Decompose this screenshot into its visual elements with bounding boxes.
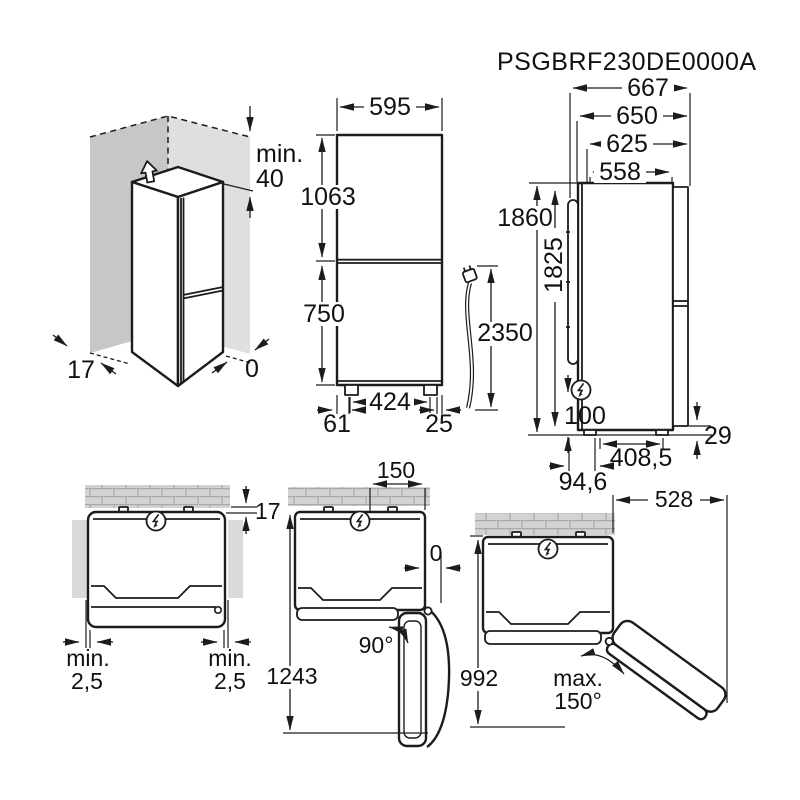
upper-height-label: 1063 bbox=[300, 183, 356, 211]
angle-max-label: max. bbox=[553, 665, 603, 691]
corner-installation-view: min. 40 17 0 bbox=[52, 106, 303, 388]
top-view-door-90: 150 0 90° 1243 bbox=[266, 457, 461, 748]
hinge-knuckle bbox=[604, 636, 614, 646]
lower-height-label: 750 bbox=[303, 300, 345, 328]
left-foot bbox=[344, 384, 359, 396]
cabinet-front-band bbox=[484, 630, 602, 645]
power-plug-icon bbox=[461, 265, 478, 284]
door-angle-label: 90° bbox=[359, 632, 394, 658]
gap0-arrow-b bbox=[211, 361, 228, 374]
recess-offset-label: 94,6 bbox=[559, 468, 608, 496]
door-inner-panel bbox=[397, 611, 428, 748]
socket-offset-label: 150 bbox=[377, 457, 415, 483]
front-dimension-view: 595 1063 750 424 61 25 2350 bbox=[299, 93, 533, 438]
power-symbol-icon bbox=[537, 538, 559, 560]
open-door bbox=[604, 619, 727, 721]
wall-brick bbox=[475, 513, 615, 535]
right-clearance-value: 2,5 bbox=[214, 668, 246, 694]
handle-recess-line bbox=[91, 585, 222, 599]
door-divider-line bbox=[182, 286, 224, 296]
rear-foot-side bbox=[655, 429, 669, 436]
swing-width-label: 528 bbox=[655, 486, 693, 512]
right-foot bbox=[423, 384, 438, 396]
handle-recess-line bbox=[298, 587, 422, 601]
socket-height-label: 100 bbox=[564, 402, 606, 430]
open-depth-label: 1243 bbox=[266, 663, 317, 689]
gap17-arrow-b bbox=[100, 362, 117, 375]
fridge-left-face bbox=[130, 180, 180, 388]
angle-arc-arrow bbox=[580, 648, 625, 675]
open-depth-label: 992 bbox=[460, 665, 498, 691]
angle-arc-arrow bbox=[388, 626, 409, 644]
depth667-label: 667 bbox=[627, 74, 669, 102]
left-side-bar bbox=[72, 520, 87, 598]
handle-recess-line bbox=[486, 611, 610, 625]
width-label: 595 bbox=[369, 93, 411, 121]
right-gap-label: 0 bbox=[245, 355, 259, 383]
gap0-arrow-a bbox=[254, 338, 270, 351]
height1860-label: 1860 bbox=[497, 204, 553, 232]
recess-length-label: 408,5 bbox=[610, 444, 673, 472]
top-clearance-value: 40 bbox=[256, 165, 284, 193]
top-view-door-150: max. 150° 528 992 bbox=[455, 486, 728, 728]
power-cable-inner bbox=[466, 282, 473, 409]
wall-brick bbox=[288, 487, 430, 506]
left-gap-label: 17 bbox=[67, 356, 95, 384]
side-gap-label: 0 bbox=[430, 540, 443, 566]
left-clearance-value: 2,5 bbox=[71, 668, 103, 694]
up-arrow-icon bbox=[140, 160, 158, 184]
side-dimension-view: PSGBRF230DE0000A 667 650 625 558 1860 bbox=[497, 48, 757, 496]
door-inner-panel bbox=[605, 642, 708, 721]
gap17-arrow-a bbox=[52, 334, 68, 347]
min40-extension bbox=[223, 183, 254, 192]
front-foot-side bbox=[583, 429, 597, 436]
door-divider-line-2 bbox=[182, 289, 224, 300]
top-view-door-closed: 17 min. 2,5 min. 2,5 bbox=[63, 485, 281, 694]
right-side-bar bbox=[228, 520, 243, 598]
model-number-title: PSGBRF230DE0000A bbox=[497, 48, 757, 76]
door-hinge-hook bbox=[214, 605, 223, 614]
right-clearance-label: min. bbox=[208, 645, 251, 671]
depth558-label: 558 bbox=[599, 158, 641, 186]
feet-span-label: 424 bbox=[369, 388, 411, 416]
height1825-label: 1825 bbox=[540, 237, 568, 293]
left-foot-offset-label: 61 bbox=[323, 410, 351, 438]
cable-length-label: 2350 bbox=[477, 319, 533, 347]
angle-max-value: 150° bbox=[554, 688, 602, 714]
left-clearance-label: min. bbox=[66, 645, 109, 671]
fridge-side-outline bbox=[576, 181, 675, 432]
depth650-label: 650 bbox=[616, 102, 658, 130]
rear-clearance-label: 29 bbox=[704, 422, 732, 450]
right-foot-offset-label: 25 bbox=[425, 410, 453, 438]
door-outer-face bbox=[424, 605, 451, 748]
cabinet-front-band bbox=[296, 607, 399, 621]
wall-brick bbox=[85, 485, 230, 508]
door-liner-line bbox=[403, 620, 422, 739]
power-symbol-icon bbox=[145, 510, 167, 532]
top-clearance-label: min. bbox=[256, 140, 303, 168]
depth625-label: 625 bbox=[606, 130, 648, 158]
wall-top-dashed-edge bbox=[89, 115, 251, 138]
left-wall-base-dashed bbox=[89, 352, 131, 365]
power-symbol-icon bbox=[349, 510, 371, 532]
right-wall-base-dashed bbox=[225, 355, 252, 364]
power-symbol-icon bbox=[570, 379, 592, 401]
hinge-knuckle bbox=[423, 606, 433, 616]
rear-wall-gap-label: 17 bbox=[255, 498, 281, 524]
fridge-front-face bbox=[176, 180, 225, 388]
